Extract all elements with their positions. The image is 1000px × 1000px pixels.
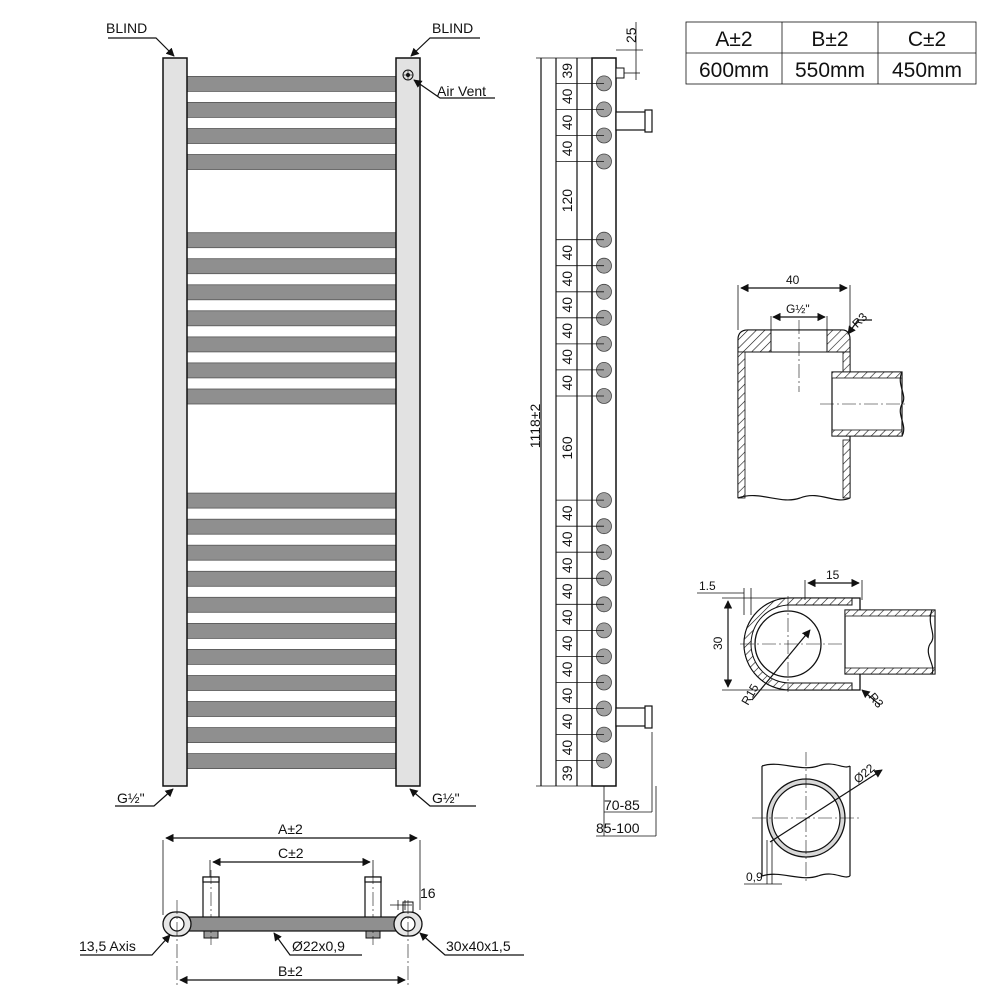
stub-bottom [615, 705, 653, 729]
towel-bar [186, 388, 397, 405]
detail-bar: Ø22 0,9 [744, 752, 883, 885]
air-vent-icon [402, 69, 414, 81]
bar-diameter-detail-label: Ø22 [851, 761, 878, 787]
side-view: 39 40 40 40 120 40 40 40 40 40 40 160 40 40 40 40 40 40 40… [527, 22, 657, 837]
towel-bar [186, 154, 397, 170]
towel-bar [186, 544, 397, 561]
towel-bar [186, 336, 397, 353]
towel-bar [186, 128, 397, 144]
connection-width-label: 40 [786, 273, 800, 287]
stub-top [615, 109, 653, 133]
side-bars [596, 75, 612, 769]
spacing-label: 40 [559, 245, 575, 261]
towel-bar [186, 258, 397, 275]
left-post [162, 57, 188, 787]
table-header-a: A±2 [715, 28, 752, 51]
table-header-c: C±2 [908, 28, 946, 51]
top-view: A±2 C±2 16 B±2 13,5 Axi [79, 821, 524, 985]
spacing-label: 40 [559, 635, 575, 651]
profile-radius-small-label: R3 [866, 690, 887, 711]
towel-bar [186, 492, 397, 509]
spacing-label: 40 [559, 323, 575, 339]
detail-profile: 15 1.5 30 R15 R3 [697, 568, 936, 711]
dim-a-label: A±2 [278, 821, 303, 837]
table-header-b: B±2 [811, 28, 848, 51]
spacing-label: 40 [559, 375, 575, 391]
spacing-label: 39 [559, 765, 575, 781]
blind-right-label: BLIND [432, 20, 473, 36]
spacing-label: 40 [559, 271, 575, 287]
profile-label: 30x40x1,5 [446, 938, 511, 954]
spacing-label: 160 [559, 436, 575, 460]
towel-bar [186, 76, 397, 92]
dim-b-label: B±2 [278, 963, 303, 979]
dim-c-label: C±2 [278, 845, 304, 861]
spacing-label: 120 [559, 189, 575, 213]
connection-thread-label: G½" [786, 302, 810, 316]
depth-2-label: 85-100 [596, 820, 640, 836]
inlet-right-label: G½" [432, 790, 460, 806]
dim-16-label: 16 [420, 885, 436, 901]
side-post [591, 57, 617, 787]
air-vent-label: Air Vent [437, 83, 486, 99]
towel-bar [186, 596, 397, 613]
profile-width-label: 15 [826, 568, 840, 582]
top-offset-label: 25 [623, 27, 639, 43]
spacing-label: 40 [559, 714, 575, 730]
towel-bar [186, 284, 397, 301]
axis-label: 13,5 Axis [79, 938, 136, 954]
inlet-left-label: G½" [117, 790, 145, 806]
towel-bar [186, 570, 397, 587]
right-post [395, 57, 421, 787]
spacing-label: 40 [559, 583, 575, 599]
spacing-label: 40 [559, 349, 575, 365]
towel-bar [186, 649, 397, 665]
towel-bars [186, 76, 397, 769]
spacing-label: 40 [559, 688, 575, 704]
towel-bar [186, 727, 397, 743]
spacing-ticks [556, 83, 604, 761]
towel-bar [186, 675, 397, 691]
front-view: BLIND BLIND Air Vent G½" G½" [106, 20, 495, 807]
table-value-c: 450mm [892, 59, 962, 82]
towel-bar [186, 753, 397, 769]
spacing-label: 40 [559, 661, 575, 677]
spacing-label: 40 [559, 297, 575, 313]
towel-bar [186, 518, 397, 535]
spacing-label: 40 [559, 609, 575, 625]
towel-bar [186, 701, 397, 717]
height-total-label: 1118±2 [527, 404, 543, 449]
towel-bar [186, 102, 397, 118]
spacing-label: 40 [559, 505, 575, 521]
towel-bar [186, 232, 397, 249]
spacing-label: 40 [559, 740, 575, 756]
profile-radius-big-label: R15 [738, 681, 761, 707]
spacing-label: 40 [559, 88, 575, 104]
bar-diameter-label: Ø22x0,9 [292, 938, 345, 954]
towel-bar [186, 310, 397, 327]
towel-bar [186, 623, 397, 639]
spacing-labels: 39 40 40 40 120 40 40 40 40 40 40 160 40 40 40 40 40 40 40… [559, 63, 575, 781]
spacing-label: 40 [559, 531, 575, 547]
spacing-label: 40 [559, 141, 575, 157]
profile-height-label: 30 [711, 636, 725, 650]
profile-wall-label: 1.5 [699, 579, 716, 593]
table-value-b: 550mm [795, 59, 865, 82]
bar-top [175, 916, 409, 932]
spacing-label: 40 [559, 115, 575, 131]
spacing-label: 40 [559, 557, 575, 573]
detail-connection: 40 G½" R3 [737, 273, 908, 501]
towel-bar [186, 362, 397, 379]
table-value-a: 600mm [699, 59, 769, 82]
depth-1-label: 70-85 [604, 797, 640, 813]
size-table: A±2 B±2 C±2 600mm 550mm 450mm [685, 21, 977, 85]
spacing-label: 39 [559, 63, 575, 79]
bar-wall-label: 0,9 [746, 870, 763, 884]
blind-left-label: BLIND [106, 20, 147, 36]
